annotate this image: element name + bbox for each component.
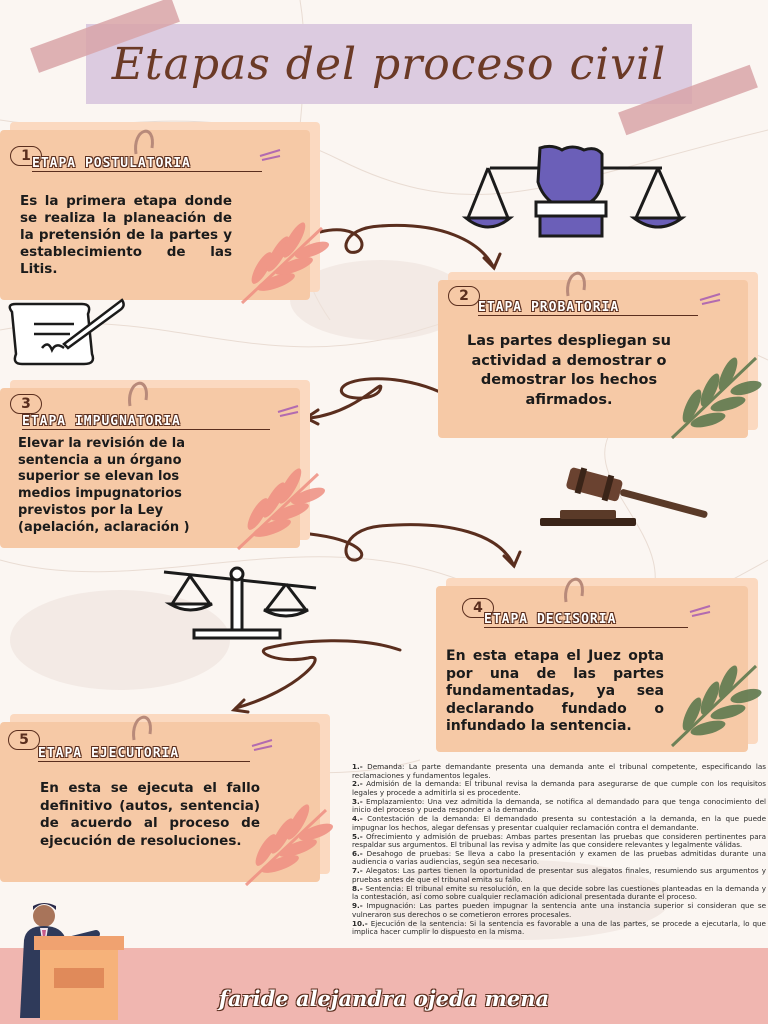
- stage-title: ETAPA POSTULATORIA: [32, 156, 262, 172]
- stage-number: 2: [448, 286, 480, 306]
- glossary-list: 1.- Demanda: La parte demandante present…: [352, 762, 766, 937]
- scales-fist-icon: [461, 144, 687, 238]
- pin-icon: [128, 381, 148, 407]
- glossary-item: 6.- Desahogo de pruebas: Se lleva a cabo…: [352, 848, 766, 867]
- stage-description: Las partes despliegan su actividad a dem…: [467, 333, 671, 408]
- author-name: faride alejandra ojeda mena: [218, 986, 550, 1011]
- glossary-item: 4.- Contestación de la demanda: El deman…: [352, 814, 766, 832]
- stage-number: 4: [462, 598, 494, 618]
- stage-description: Elevar la revisión de la sentencia a un …: [18, 436, 190, 535]
- leaf-branch-icon: [670, 356, 762, 440]
- footer-band: [0, 948, 768, 1024]
- glossary-item: 1.- Demanda: La parte demandante present…: [352, 762, 766, 780]
- pin-icon: [566, 271, 586, 297]
- glossary-item: 5.- Ofrecimiento y admisión de pruebas: …: [352, 831, 766, 850]
- glossary-item: 3.- Emplazamiento: Una vez admitida la d…: [352, 796, 766, 815]
- pin-icon: [132, 715, 152, 741]
- stage-title: ETAPA PROBATORIA: [478, 300, 698, 316]
- stage-title: ETAPA IMPUGNATORIA: [22, 414, 270, 430]
- balance-scale-icon: [163, 566, 317, 640]
- glossary-item: 8.- Sentencia: El tribunal emite su reso…: [352, 883, 766, 902]
- scroll-quill-icon: [8, 298, 125, 366]
- stage-description: En esta se ejecuta el fallo definitivo (…: [40, 780, 260, 849]
- stage-title: ETAPA DECISORIA: [484, 612, 688, 628]
- gavel-icon: [540, 467, 708, 526]
- stage-description: En esta etapa el Juez opta por una de la…: [446, 648, 664, 734]
- pin-icon: [134, 129, 154, 155]
- sparkle-icon: [689, 605, 711, 617]
- sparkle-icon: [259, 149, 281, 161]
- sparkle-icon: [251, 739, 273, 751]
- stage-number: 1: [10, 146, 42, 166]
- leaf-branch-icon: [244, 804, 334, 887]
- page-title: Etapas del proceso civil: [111, 38, 667, 90]
- sparkle-icon: [699, 293, 721, 305]
- glossary-item: 2.- Admisión de la demanda: El tribunal …: [352, 779, 766, 797]
- stage-card-probatoria: [438, 280, 748, 438]
- title-banner: Etapas del proceso civil: [86, 24, 692, 104]
- lawyer-podium-icon: [20, 903, 124, 1020]
- stage-description: Es la primera etapa donde se realiza la …: [20, 193, 232, 277]
- glossary-item: 9.- Impugnación: Las partes pueden impug…: [352, 901, 766, 919]
- sparkle-icon: [277, 405, 299, 417]
- glossary-item: 7.- Alegatos: Las partes tienen la oport…: [352, 866, 766, 884]
- pin-icon: [564, 577, 584, 603]
- stage-title: ETAPA EJECUTORIA: [38, 746, 250, 762]
- leaf-branch-icon: [240, 222, 330, 305]
- leaf-branch-icon: [670, 664, 762, 748]
- leaf-branch-icon: [236, 468, 326, 551]
- stage-number: 3: [10, 394, 42, 414]
- stage-number: 5: [8, 730, 40, 750]
- glossary-item: 10.- Ejecución de la sentencia: Si la se…: [352, 918, 766, 937]
